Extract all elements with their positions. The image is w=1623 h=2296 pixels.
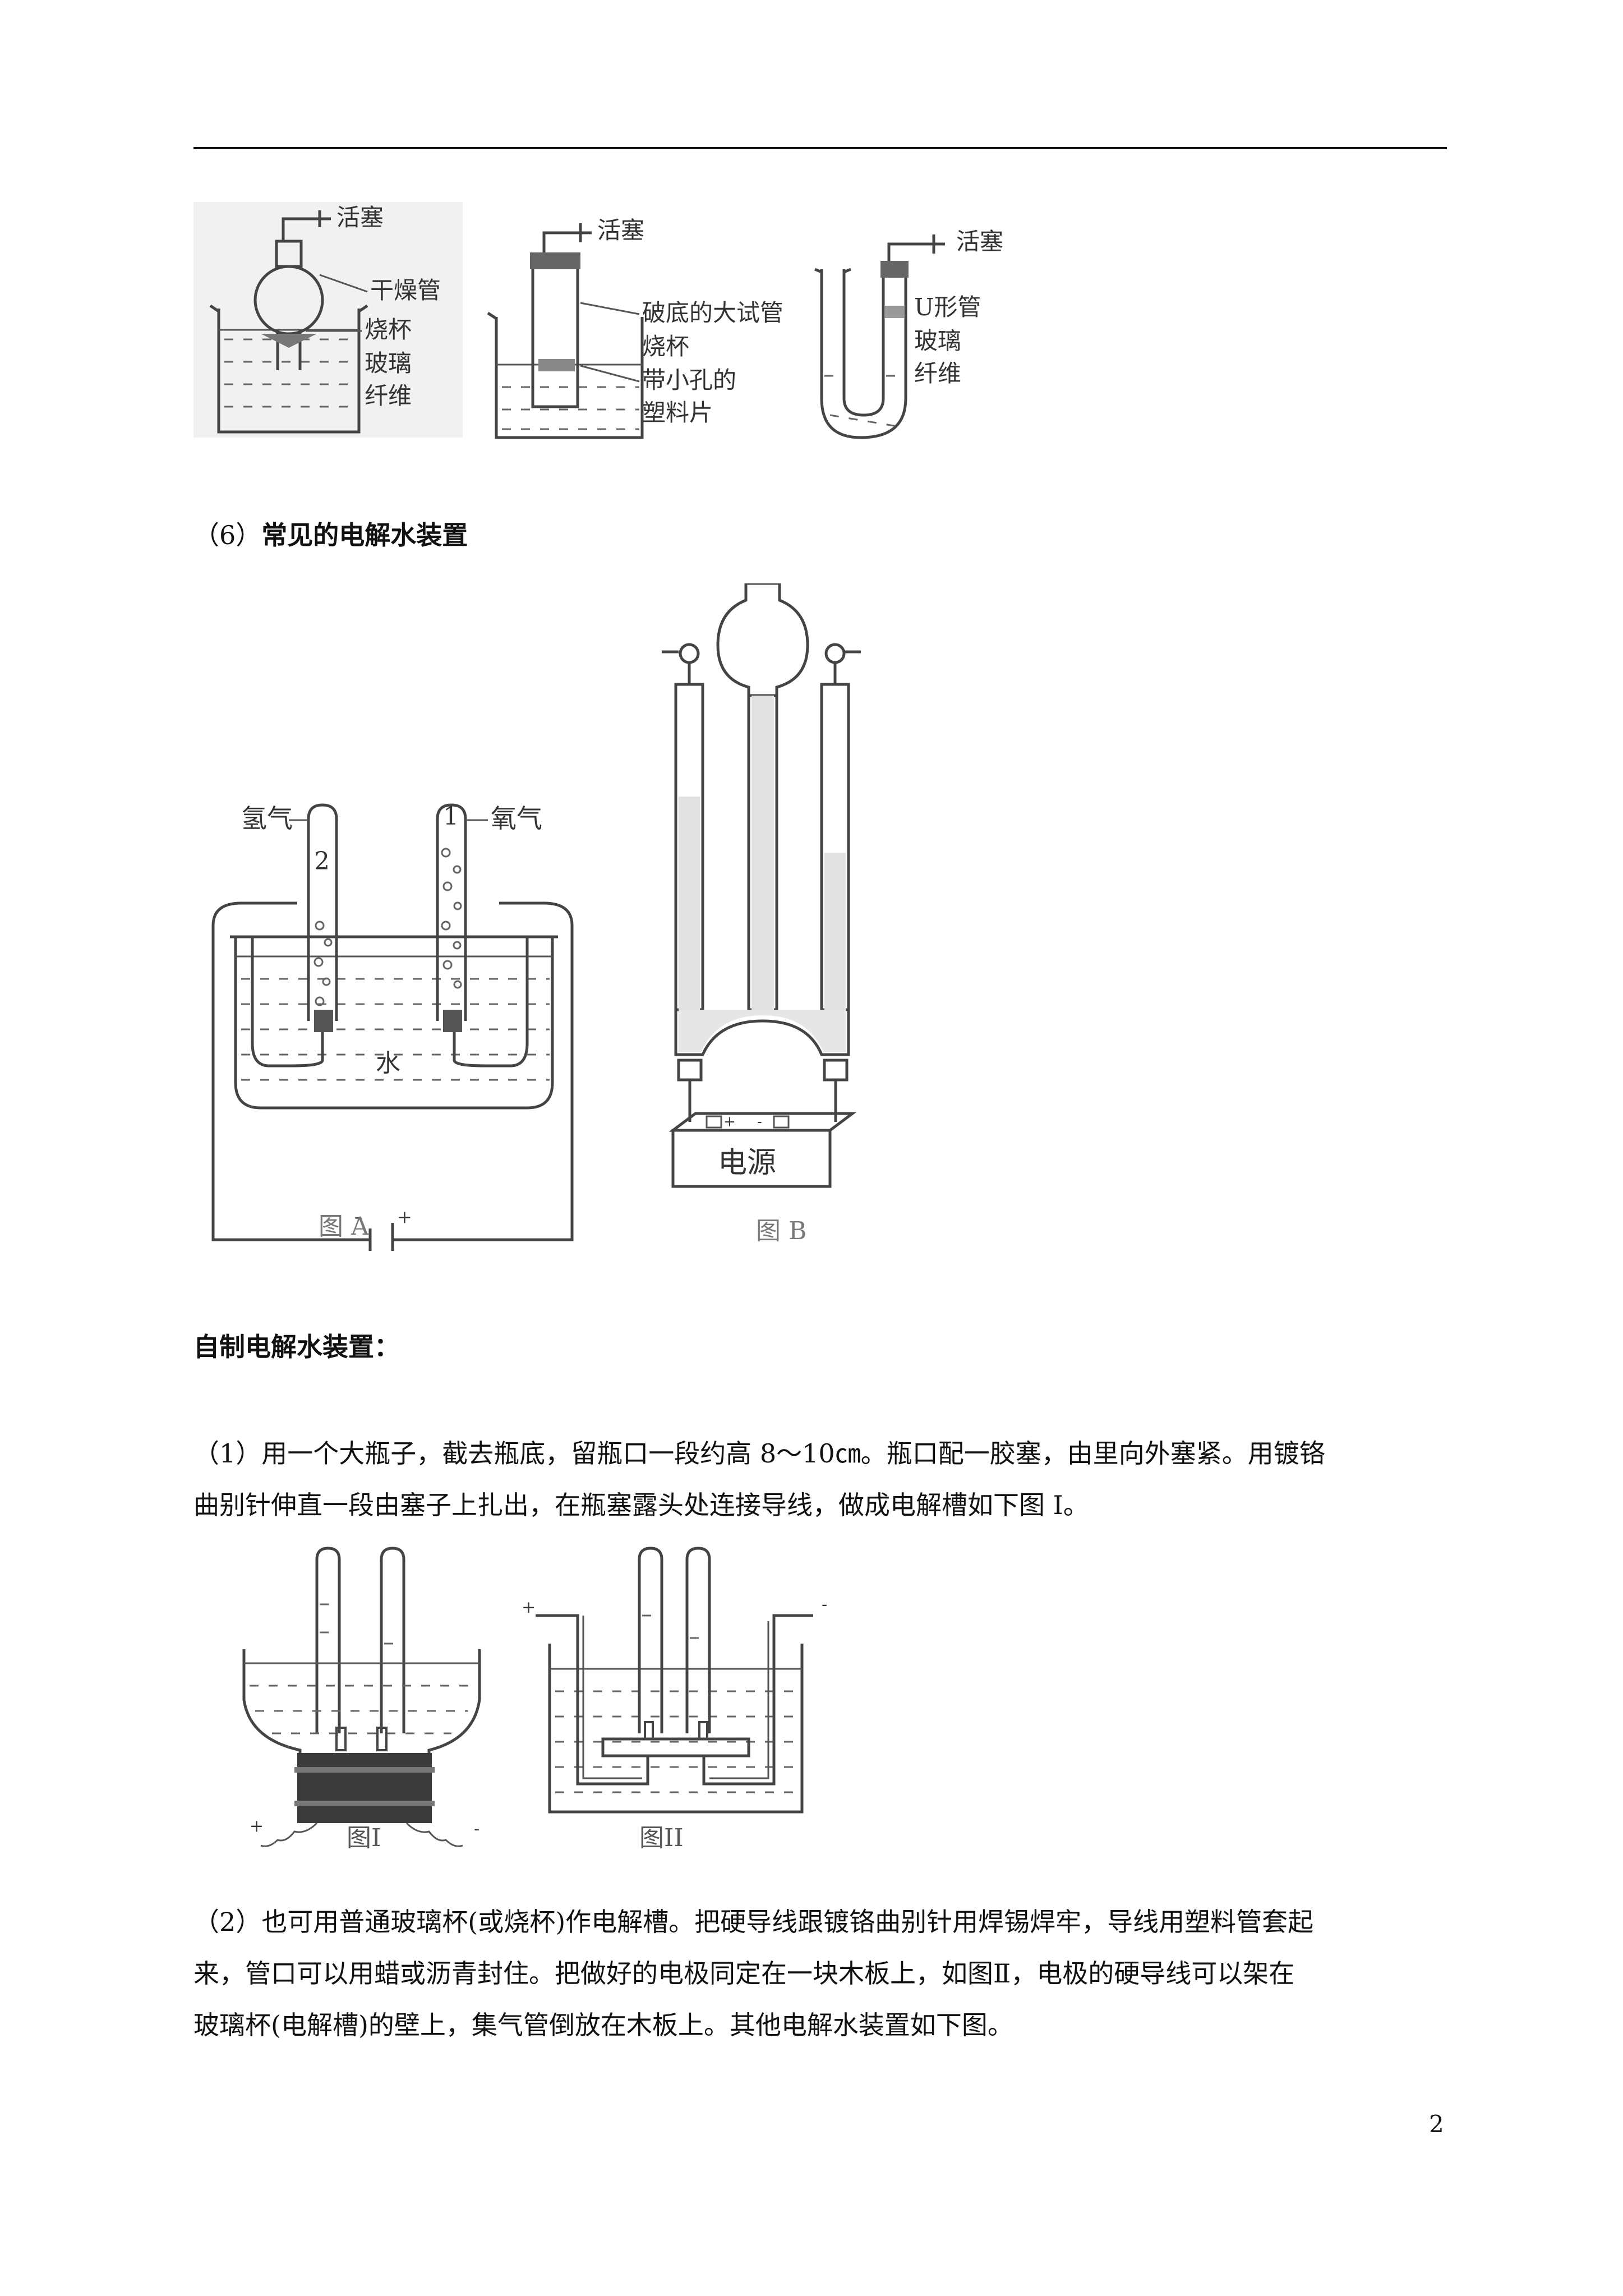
fig1-label-glass: 玻璃 xyxy=(365,349,412,377)
page-number: 2 xyxy=(1429,2110,1444,2138)
fig-ii-caption: 图II xyxy=(639,1824,684,1852)
homemade-figure-i: + - xyxy=(242,1547,481,1847)
paragraph-2-line-1: （2）也可用普通玻璃杯(或烧杯)作电解槽。把硬导线跟镀铬曲别针用焊锡焊牢，导线用… xyxy=(193,1907,1314,1937)
section-6-title: 常见的电解水装置 xyxy=(261,520,468,550)
fig2-label-beaker: 烧杯 xyxy=(642,333,689,360)
paragraph-2-line-2: 来，管口可以用蜡或沥青封住。把做好的电极同定在一块木板上，如图Ⅱ，电极的硬导线可… xyxy=(193,1958,1295,1989)
paragraph-1-line-2: 曲别针伸直一段由塞子上扎出，在瓶塞露头处连接导线，做成电解槽如下图 I。 xyxy=(193,1490,1089,1520)
fig3-label-u-tube: U形管 xyxy=(914,293,981,321)
fig3-label-valve: 活塞 xyxy=(956,228,1003,255)
fig-b-caption: 图 B xyxy=(756,1217,807,1245)
fig-b-power-label: 电源 xyxy=(718,1146,776,1180)
fig-b-plus: + xyxy=(723,1114,736,1130)
fig2-label-perforated: 带小孔的 xyxy=(642,366,736,394)
fig-a-minus: - xyxy=(354,1206,361,1227)
fig-a-hydrogen-label: 氢气 xyxy=(241,803,293,834)
fig-i-minus: - xyxy=(474,1819,479,1839)
homemade-figure-ii: + - xyxy=(522,1547,827,1814)
homemade-heading: 自制电解水装置： xyxy=(193,1332,400,1362)
electrolysis-figure-a: - + 2 1 氢气 氧气 水 xyxy=(211,802,574,1251)
fig1-label-beaker: 烧杯 xyxy=(365,316,412,343)
fig-a-plus: + xyxy=(397,1206,412,1227)
drying-tube-apparatus: 活塞 干燥管 烧杯 玻璃 纤维 xyxy=(193,202,463,438)
section-6-heading: （6）常见的电解水装置 xyxy=(193,515,468,552)
fig-a-caption: 图 A xyxy=(319,1212,369,1241)
fig-a-oxygen-label: 氧气 xyxy=(491,803,542,834)
fig1-label-fiber: 纤维 xyxy=(365,382,412,409)
fig2-label-plastic-sheet: 塑料片 xyxy=(642,399,713,426)
fig1-label-drying-tube: 干燥管 xyxy=(370,277,441,304)
fig-i-caption: 图I xyxy=(347,1824,381,1852)
fig3-label-glass: 玻璃 xyxy=(914,327,961,355)
fig-a-water-label: 水 xyxy=(376,1049,400,1078)
fig-i-plus: + xyxy=(250,1816,264,1836)
gas-generator-figures: 活塞 干燥管 烧杯 玻璃 纤维 活塞 破底的大试管 烧杯 带小孔的 塑料片 xyxy=(193,202,1003,439)
fig1-label-valve: 活塞 xyxy=(336,204,384,231)
paragraph-2: （2）也可用普通玻璃杯(或烧杯)作电解槽。把硬导线跟镀铬曲别针用焊锡焊牢，导线用… xyxy=(193,1896,1447,2051)
paragraph-2-line-3: 玻璃杯(电解槽)的壁上，集气管倒放在木板上。其他电解水装置如下图。 xyxy=(193,2010,1013,2040)
fig2-label-test-tube: 破底的大试管 xyxy=(642,299,783,326)
test-tube-apparatus: 活塞 破底的大试管 烧杯 带小孔的 塑料片 xyxy=(487,217,783,439)
paragraph-1-line-1: （1）用一个大瓶子，截去瓶底，留瓶口一段约高 8～10㎝。瓶口配一胶塞，由里向外… xyxy=(193,1438,1325,1469)
fig-ii-plus: + xyxy=(522,1598,536,1617)
electrolysis-figure-b: + - 电源 xyxy=(662,583,861,1188)
section-6-number: （6） xyxy=(193,520,262,550)
fig-a-tube-2: 2 xyxy=(314,847,330,876)
u-tube-apparatus: 活塞 U形管 玻璃 纤维 xyxy=(814,228,1003,439)
fig3-label-fiber: 纤维 xyxy=(914,360,961,387)
paragraph-1: （1）用一个大瓶子，截去瓶底，留瓶口一段约高 8～10㎝。瓶口配一胶塞，由里向外… xyxy=(193,1428,1447,1531)
fig2-label-valve: 活塞 xyxy=(597,217,644,244)
header-rule xyxy=(193,147,1447,149)
fig-ii-minus: - xyxy=(822,1595,827,1614)
fig-b-minus: - xyxy=(757,1114,762,1130)
fig-a-tube-1: 1 xyxy=(443,802,459,831)
